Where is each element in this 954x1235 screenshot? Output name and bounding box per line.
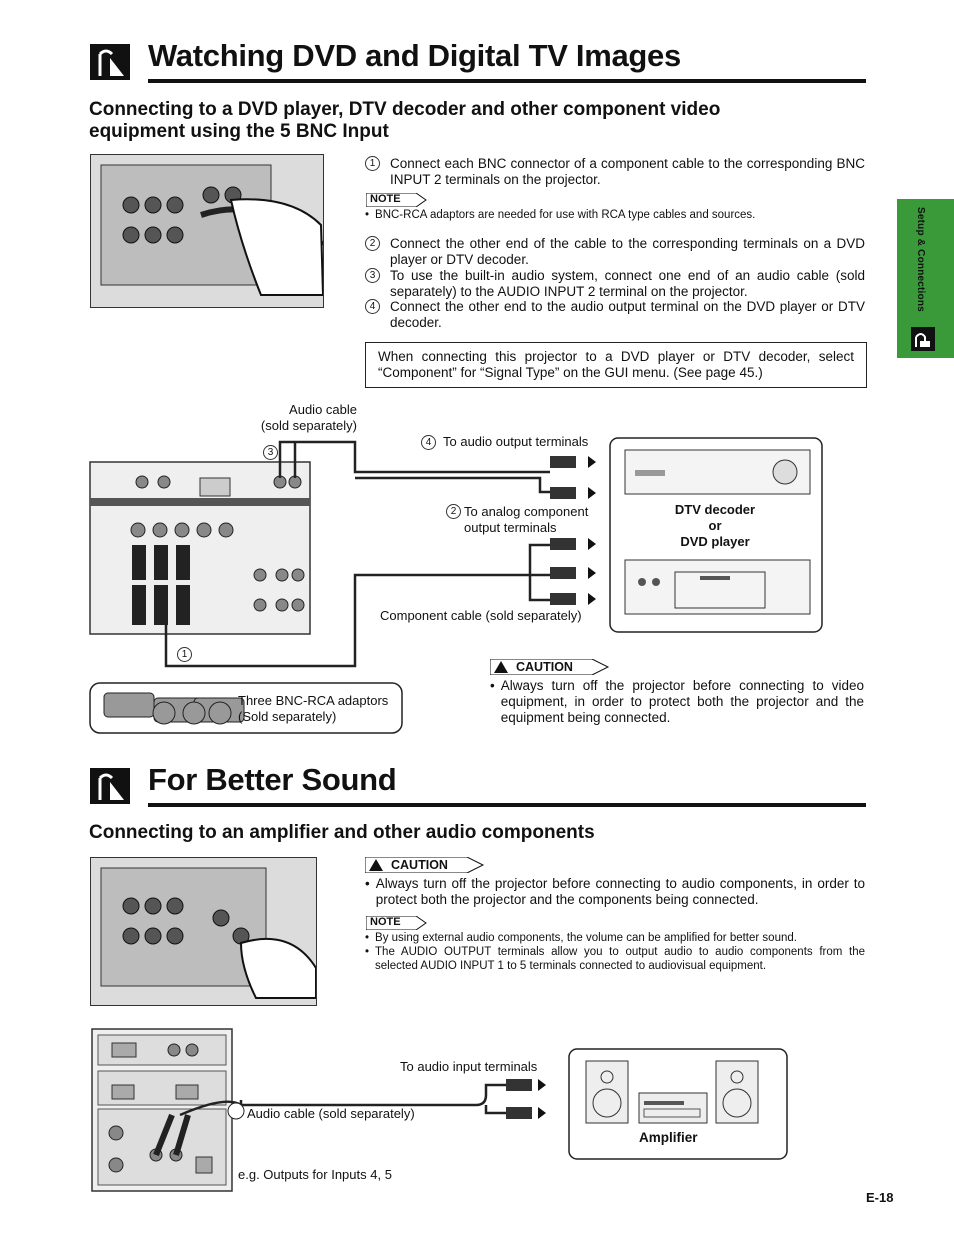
note-tag: NOTE — [365, 192, 428, 212]
example-label: e.g. Outputs for Inputs 4, 5 — [238, 1167, 392, 1182]
audio-out-label: To audio output terminals — [443, 434, 589, 449]
caution-tag: CAUTION — [489, 658, 610, 676]
projector-photo-audio — [90, 857, 317, 1006]
section-icon — [90, 768, 130, 804]
adaptors-label: Three BNC-RCA adaptors (Sold separately) — [238, 693, 389, 724]
step-number: 2 — [365, 236, 380, 251]
caution-item: • Always turn off the projector before c… — [365, 876, 865, 907]
audio-cable-label: Audio cable (sold separately) — [260, 402, 357, 433]
step-number: 1 — [365, 156, 380, 171]
note-item: • By using external audio components, th… — [365, 932, 797, 944]
section-title: For Better Sound — [148, 762, 397, 797]
amplifier-label: Amplifier — [639, 1130, 698, 1145]
note-item: • BNC-RCA adaptors are needed for use wi… — [365, 209, 756, 221]
note-item: • The AUDIO OUTPUT terminals allow you t… — [365, 946, 865, 972]
callout-4: 4 — [421, 435, 436, 450]
audio-in-label: To audio input terminals — [400, 1059, 538, 1074]
analog-out-label: To analog component output terminals — [464, 504, 589, 535]
section-subtitle: Connecting to an amplifier and other aud… — [89, 822, 595, 843]
section-icon — [90, 44, 130, 80]
title-rule — [148, 79, 866, 83]
step-text: Connect the other end to the audio outpu… — [390, 299, 865, 330]
setup-icon — [911, 327, 935, 351]
step-1: 1 Connect each BNC connector of a compon… — [365, 156, 865, 188]
side-tab-label: Setup & Connections — [915, 207, 926, 312]
caution-item: • Always turn off the projector before c… — [490, 678, 864, 725]
component-cable-label: Component cable (sold separately) — [380, 608, 582, 623]
callout-1: 1 — [177, 647, 192, 662]
step-number: 4 — [365, 299, 380, 314]
title-rule — [148, 803, 866, 807]
side-tab: Setup & Connections — [897, 199, 954, 358]
step-number: 3 — [365, 268, 380, 283]
page-title: Watching DVD and Digital TV Images — [148, 38, 681, 73]
device-label: DTV decoder or DVD player — [674, 502, 756, 549]
connection-diagram-1: Audio cable (sold separately) 3 4 To aud… — [70, 400, 830, 740]
audio-cable-label: Audio cable (sold separately) — [247, 1106, 415, 1121]
step-3: 3 To use the built-in audio system, conn… — [365, 268, 865, 300]
callout-3: 3 — [263, 445, 278, 460]
callout-2: 2 — [446, 504, 461, 519]
step-text: Connect each BNC connector of a componen… — [390, 156, 865, 187]
step-4: 4 Connect the other end to the audio out… — [365, 299, 865, 331]
info-box: When connecting this projector to a DVD … — [365, 342, 867, 388]
section-subtitle: Connecting to a DVD player, DTV decoder … — [89, 99, 721, 142]
caution-tag: CAUTION — [364, 856, 485, 874]
page-number: E-18 — [866, 1190, 894, 1205]
projector-photo-bnc — [90, 154, 325, 308]
step-text: Connect the other end of the cable to th… — [390, 236, 865, 267]
step-2: 2 Connect the other end of the cable to … — [365, 236, 865, 268]
step-text: To use the built-in audio system, connec… — [390, 268, 865, 299]
connection-diagram-2: To audio input terminals Audio cable (so… — [76, 1025, 796, 1195]
note-tag: NOTE — [365, 915, 428, 935]
